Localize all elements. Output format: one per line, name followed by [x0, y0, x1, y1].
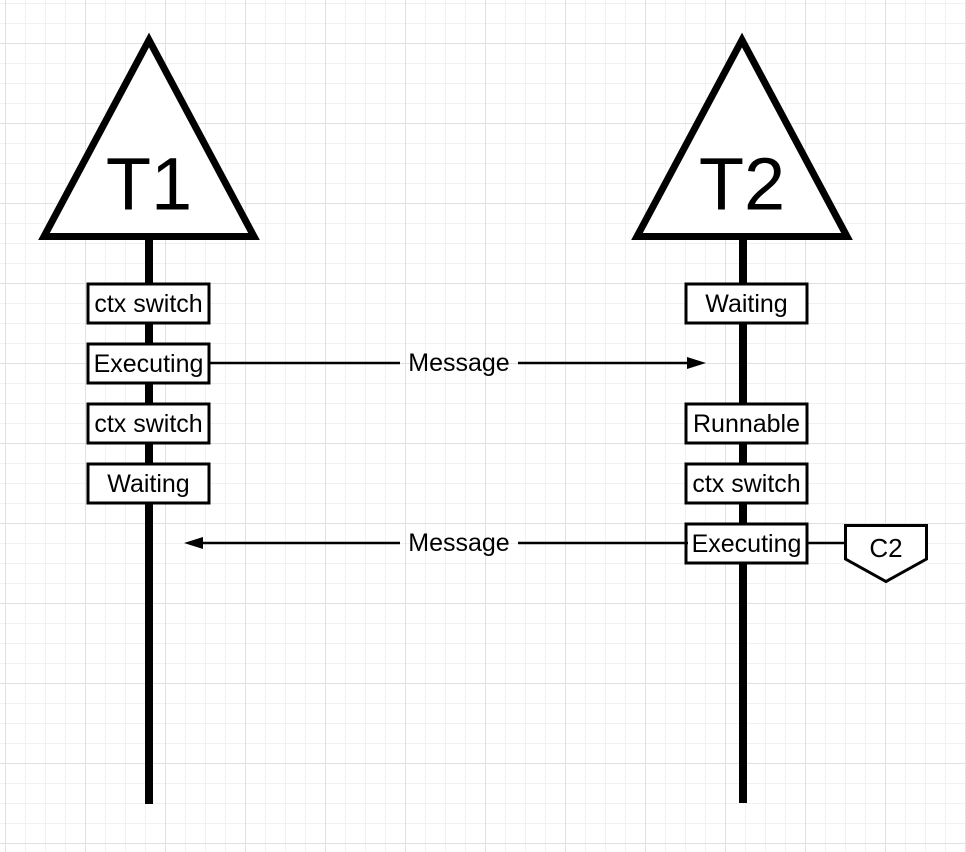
- state-box[interactable]: [86, 282, 211, 325]
- state-box[interactable]: [684, 282, 809, 325]
- t2-state-waiting[interactable]: Waiting: [684, 282, 809, 325]
- state-box[interactable]: [86, 462, 211, 505]
- t2-state-runnable[interactable]: Runnable: [684, 402, 809, 445]
- message-arrow-t2-to-t1[interactable]: Message: [184, 529, 688, 557]
- t2-label: T2: [699, 143, 785, 226]
- message-label: Message: [408, 349, 509, 377]
- message-label: Message: [408, 529, 509, 557]
- state-box[interactable]: [684, 402, 809, 445]
- t2-triangle[interactable]: [631, 32, 853, 240]
- t2-state-executing[interactable]: Executing: [684, 522, 809, 565]
- c2-annotation[interactable]: C2: [808, 524, 928, 584]
- c2-label: C2: [869, 533, 902, 563]
- t1-state-ctx-switch-1[interactable]: ctx switch: [86, 282, 211, 325]
- t1-state-executing[interactable]: Executing: [86, 342, 211, 385]
- state-label: Executing: [692, 530, 802, 558]
- t1-state-ctx-switch-2[interactable]: ctx switch: [86, 402, 211, 445]
- t1-label: T1: [106, 143, 192, 226]
- state-label: Executing: [94, 350, 204, 378]
- state-box[interactable]: [684, 462, 809, 505]
- message-arrow-t1-to-t2[interactable]: Message: [209, 349, 706, 377]
- t1-triangle[interactable]: [38, 32, 260, 240]
- state-box[interactable]: [684, 522, 809, 565]
- t1-state-waiting[interactable]: Waiting: [86, 462, 211, 505]
- state-label: ctx switch: [94, 410, 202, 438]
- state-box[interactable]: [86, 402, 211, 445]
- arrow-head-icon: [687, 357, 706, 369]
- state-box[interactable]: [86, 342, 211, 385]
- state-label: Waiting: [107, 470, 189, 498]
- t2-state-ctx-switch[interactable]: ctx switch: [684, 462, 809, 505]
- state-label: Runnable: [693, 410, 800, 438]
- thread-t1: T1 ctx switch Executing ctx switch Waiti…: [38, 32, 260, 804]
- arrow-head-icon: [184, 537, 203, 549]
- c2-pentagon[interactable]: [844, 524, 928, 584]
- state-label: ctx switch: [692, 470, 800, 498]
- state-label: ctx switch: [94, 290, 202, 318]
- state-label: Waiting: [705, 290, 787, 318]
- thread-t2: T2 Waiting Runnable ctx switch Executing: [631, 32, 853, 803]
